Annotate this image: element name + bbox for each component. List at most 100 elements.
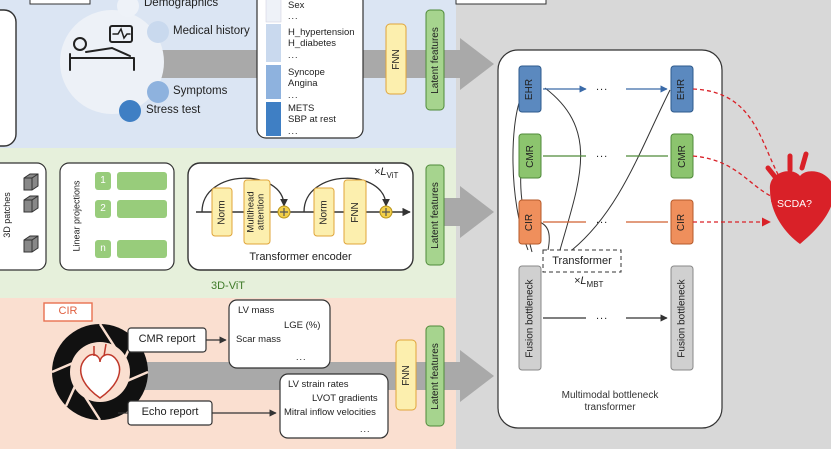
token-n-label: n [100, 243, 106, 254]
encoder-label: Transformer encoder [249, 251, 352, 263]
fusion-dots: ... [596, 310, 609, 322]
mha-label: Multihead attention [246, 191, 268, 233]
list-item: SBP at rest [288, 114, 336, 125]
cmr-left-token [518, 133, 542, 179]
list-bar-demographics [265, 0, 282, 23]
ehr-to-heart-link [692, 88, 787, 189]
cir-latent-box [425, 325, 445, 427]
fusion-right-token [670, 265, 694, 371]
cmr-latent-box [425, 164, 445, 266]
cmr-report-box [127, 327, 207, 353]
fusion-left-token-label: Fusion bottleneck [524, 278, 536, 358]
list-item: Syncope [288, 67, 325, 78]
list-item: Sex [288, 0, 305, 11]
echo-measure: ... [360, 424, 371, 434]
mbt-caption: Multimodal bottleneck transformer [561, 390, 659, 413]
fusion-left-token [518, 265, 542, 371]
cmr-measures-box [228, 299, 331, 369]
cir-tag-box [43, 302, 93, 322]
mbt-repeat-subscript: MBT [586, 280, 604, 290]
cmr-left-token-label: CMR [524, 144, 536, 168]
mbt-panel [497, 49, 723, 429]
list-item: METS [288, 103, 315, 114]
medical-history-dot [147, 21, 169, 43]
left-crop-box [0, 9, 17, 147]
cmr-latent-label: Latent features [429, 181, 441, 249]
transformer-box [542, 249, 622, 273]
linear-projections-label: Linear projections [72, 180, 83, 252]
vit-repeat-label: ×LViT [374, 166, 399, 181]
symptoms-dot [147, 81, 169, 103]
cmr-right-token-label: CMR [676, 144, 688, 168]
vit-repeat-subscript: ViT [386, 171, 399, 181]
patches-label: 3D patches [2, 192, 12, 238]
vit-section-label: 3D-ViT [210, 280, 246, 292]
residual-arc-2 [303, 177, 390, 213]
list-item: ... [288, 11, 299, 21]
norm2-box [313, 187, 335, 237]
cir-latent-label: Latent features [429, 342, 441, 410]
cmr-measure: LGE (%) [284, 320, 321, 331]
token-1-index [95, 172, 111, 190]
legend-demographics: Demographics [144, 0, 219, 9]
token-1-label: 1 [100, 175, 106, 186]
norm2-label: Norm [318, 199, 330, 225]
token-2-index [95, 200, 111, 218]
token-n-bar [117, 240, 167, 258]
cir-left-token-label: CIR [524, 213, 536, 231]
ehr-left-token [518, 65, 542, 113]
patient-circle [60, 10, 164, 114]
demographics-dot [117, 0, 139, 17]
heart-icon [80, 343, 121, 399]
add-node-2-plus [382, 208, 390, 216]
legend-medical-history: Medical history [173, 25, 250, 37]
fusion-right-token-label: Fusion bottleneck [676, 278, 688, 358]
cmr-measure: Scar mass [236, 334, 281, 345]
cmr-big-arrow [430, 186, 494, 238]
token-n-index [95, 240, 111, 258]
list-bar-symptoms [266, 65, 281, 99]
ehr-list-box [256, 0, 364, 139]
list-item: ... [288, 90, 299, 100]
stress-test-dot [119, 100, 141, 122]
attention-curve-3 [544, 87, 582, 251]
list-bar-stress-test [266, 102, 281, 136]
cube-icons [23, 173, 39, 253]
list-item: Angina [288, 78, 318, 89]
ehr-latent-label: Latent features [429, 26, 441, 94]
encoder-fnn-label: FNN [349, 201, 361, 223]
ehr-latent-box [425, 9, 445, 111]
list-item: H_diabetes [288, 38, 337, 49]
echo-measure: LVOT gradients [312, 393, 378, 404]
mha-box [243, 179, 271, 245]
list-bar-medical-history [266, 24, 281, 62]
cir-fnn-box [395, 339, 417, 411]
cir-tag: CIR [58, 305, 78, 317]
list-item: ... [288, 50, 299, 60]
ehr-dots: ... [596, 81, 609, 93]
cmr-measure: ... [296, 352, 307, 362]
norm1-label: Norm [216, 199, 228, 225]
transformer-label: Transformer [552, 255, 612, 267]
legend-stress-test: Stress test [146, 104, 201, 116]
echo-measure: Mitral inflow velocities [284, 407, 376, 418]
cmr-dots: ... [596, 148, 609, 160]
top-crop-box [29, 0, 91, 5]
echo-measure: LV strain rates [288, 379, 349, 390]
cmr-report-label: CMR report [138, 333, 196, 345]
list-item: ... [288, 126, 299, 136]
mbt-repeat-label: ×LMBT [574, 275, 604, 290]
residual-arc-1 [201, 177, 288, 213]
cmr-measure: LV mass [238, 305, 275, 316]
token-2-label: 2 [100, 203, 106, 214]
ehr-left-token-label: EHR [524, 78, 536, 100]
patient-bed-icon [69, 25, 135, 71]
norm1-box [211, 187, 233, 237]
token-2-bar [117, 200, 167, 218]
echo-report-label: Echo report [141, 406, 199, 418]
top-crop-box-right [455, 0, 547, 5]
cir-fnn-label: FNN [400, 364, 412, 386]
ehr-fnn-box [385, 23, 407, 95]
